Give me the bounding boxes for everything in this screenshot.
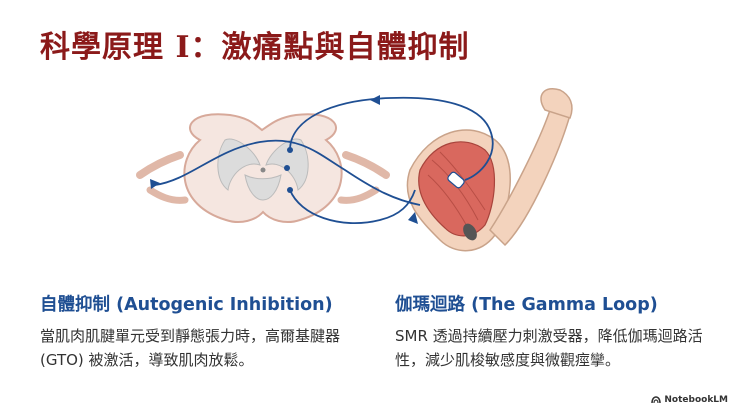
notebooklm-logo-icon (651, 396, 662, 404)
gamma-loop-body: SMR 透過持續壓力刺激受器，降低伽瑪迴路活性，減少肌梭敏感度與微觀痙攣。 (395, 327, 703, 369)
arrow-down-icon (408, 212, 418, 224)
direction-arrows (150, 95, 418, 224)
afferent-pathway (154, 139, 421, 206)
reflex-diagram (136, 88, 573, 252)
arrow-right-icon (150, 179, 160, 189)
spinal-cord-illustration (136, 113, 390, 223)
gamma-loop-heading: 伽瑪迴路 (The Gamma Loop) (395, 295, 658, 315)
notebooklm-watermark: NotebookLM (651, 395, 728, 405)
arm-illustration (406, 88, 573, 252)
autogenic-inhibition-body: 當肌肉肌腱單元受到靜態張力時，高爾基腱器 (GTO) 被激活，導致肌肉放鬆。 (40, 327, 341, 369)
arrow-left-icon (370, 95, 380, 105)
efferent-pathway (289, 96, 494, 181)
nerve-nodes (284, 147, 293, 193)
gamma-pathway (289, 189, 416, 224)
page-title: 科學原理 I：激痛點與自體抑制 (40, 30, 470, 65)
autogenic-inhibition-heading: 自體抑制 (Autogenic Inhibition) (40, 295, 333, 315)
footer-brand: NotebookLM (664, 395, 728, 405)
neural-pathways (154, 96, 494, 224)
